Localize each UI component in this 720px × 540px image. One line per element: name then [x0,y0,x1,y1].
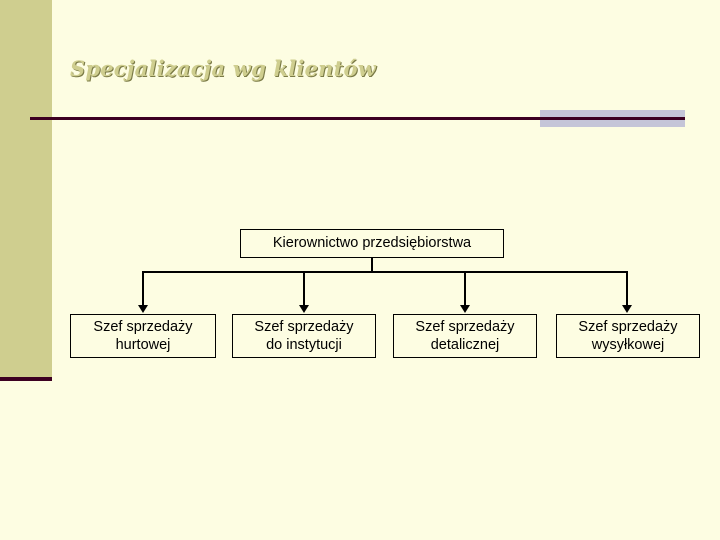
connector-drop-2 [303,272,305,306]
left-band-lower [0,380,52,540]
org-node-root: Kierownictwo przedsiębiorstwa [240,229,504,258]
arrow-head-1 [138,305,148,313]
left-band-rule [0,377,52,381]
org-node-child-1: Szef sprzedaży hurtowej [70,314,216,358]
arrow-head-4 [622,305,632,313]
connector-drop-1 [142,272,144,306]
left-decorative-band [0,0,52,380]
page-title: Specjalizacja wg klientów [70,56,376,81]
org-node-child-3: Szef sprzedaży detalicznej [393,314,537,358]
arrow-head-2 [299,305,309,313]
arrow-head-3 [460,305,470,313]
connector-drop-3 [464,272,466,306]
title-rule [30,117,685,120]
connector-horizontal-bus [142,271,628,273]
org-node-child-4: Szef sprzedaży wysyłkowej [556,314,700,358]
connector-root-drop [371,258,373,272]
org-node-child-2: Szef sprzedaży do instytucji [232,314,376,358]
connector-drop-4 [626,272,628,306]
